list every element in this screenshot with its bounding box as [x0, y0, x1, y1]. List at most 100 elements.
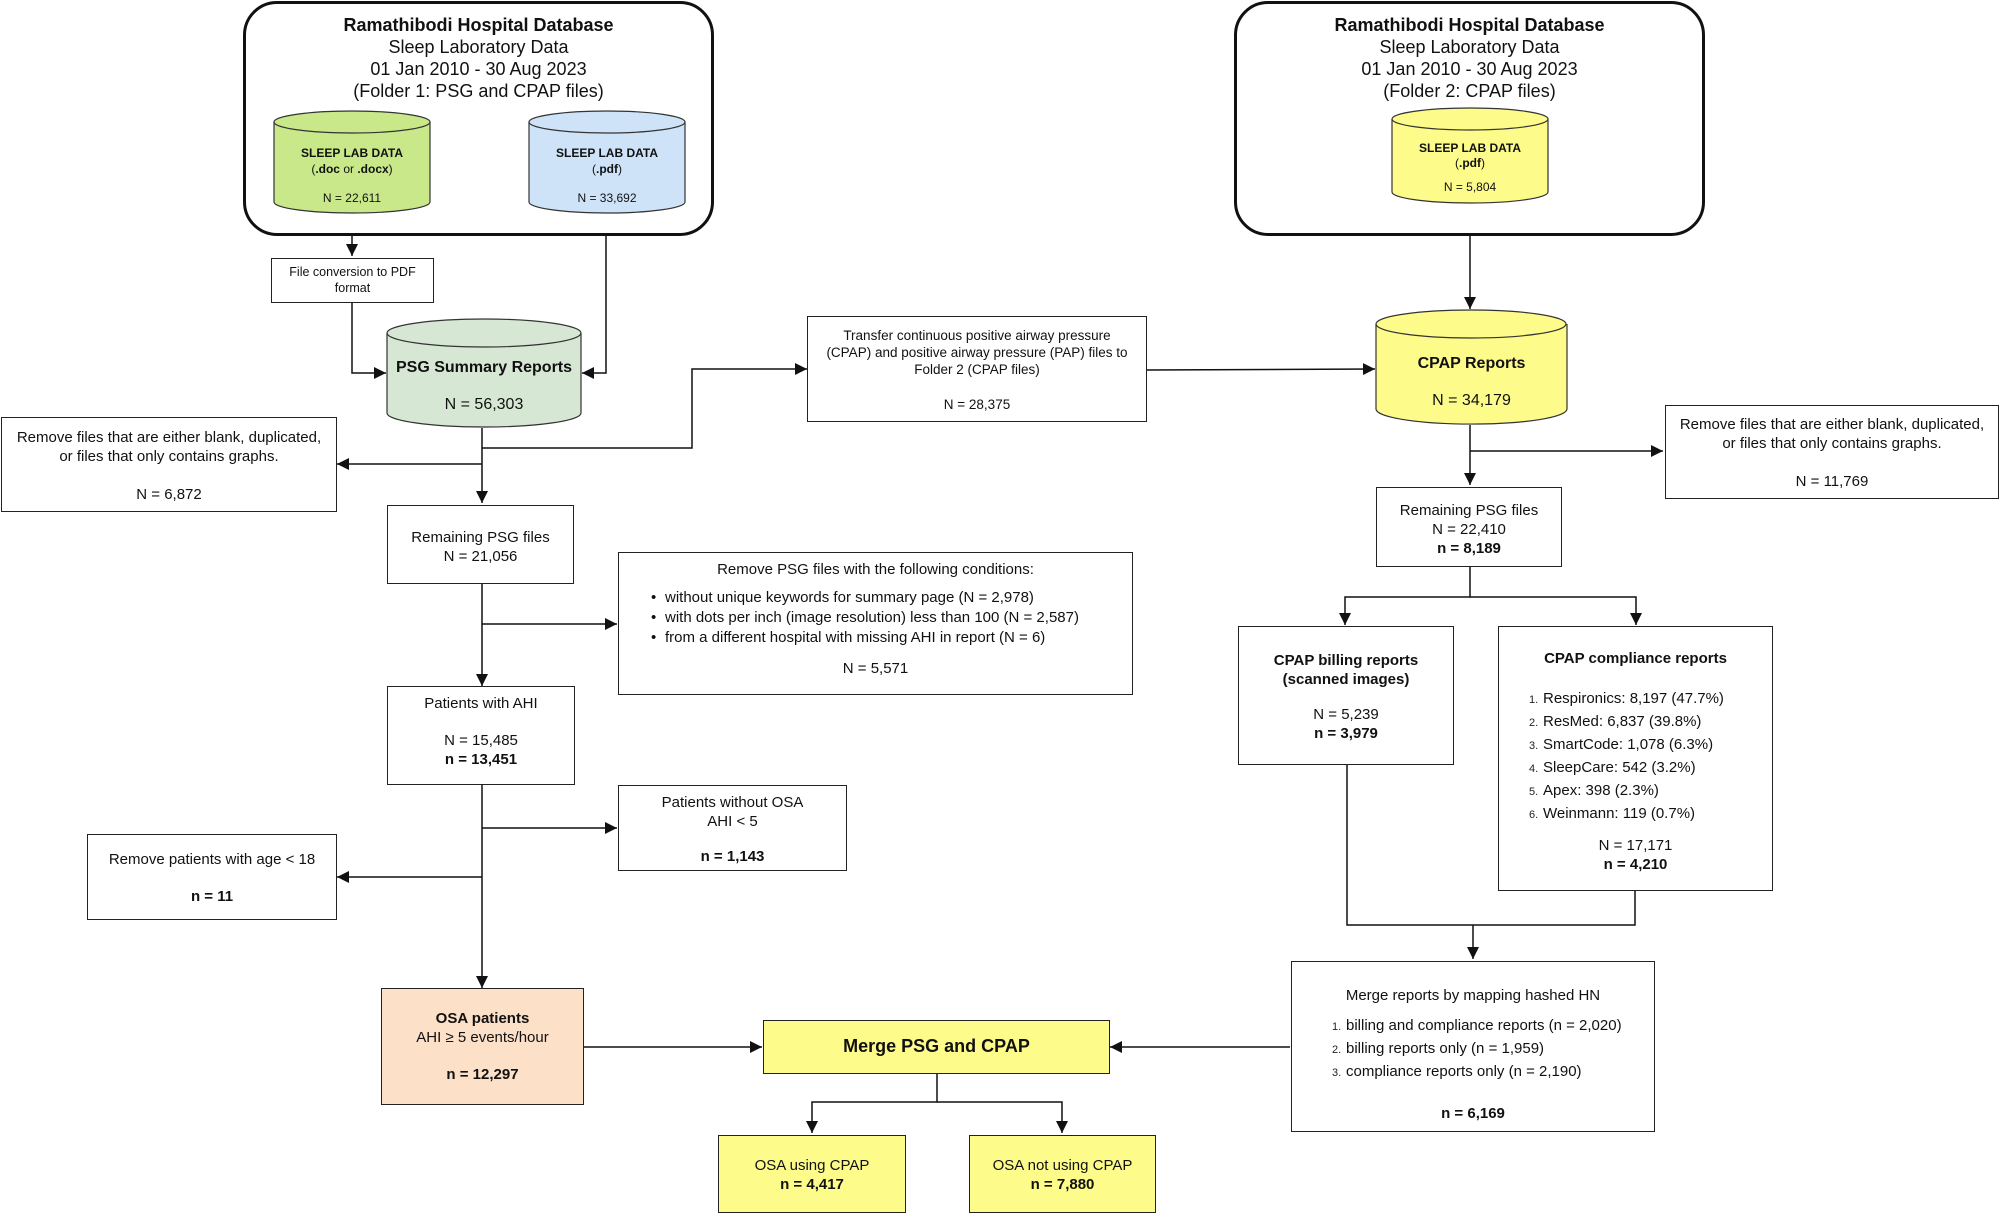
billing-subcount: n = 3,979 — [1314, 725, 1378, 742]
remove-blank-files-right-box: Remove files that are either blank, dupl… — [1665, 405, 1999, 499]
billing-count: N = 5,239 — [1313, 706, 1379, 723]
remove-blank-files-left-box: Remove files that are either blank, dupl… — [1, 417, 337, 512]
merge-item: 3.compliance reports only (n = 2,190) — [1332, 1063, 1582, 1080]
osa-patients-box: OSA patients AHI ≥ 5 events/hour n = 12,… — [381, 988, 584, 1105]
osa-using-cpap-box: OSA using CPAP n = 4,417 — [718, 1135, 906, 1213]
doc-db-extension: (.doc or .docx) — [311, 162, 393, 176]
compliance-item: 1.Respironics: 8,197 (47.7%) — [1529, 690, 1724, 707]
without-osa-count: n = 1,143 — [700, 848, 765, 865]
cpap-compliance-box: CPAP compliance reports 1.Respironics: 8… — [1498, 626, 1773, 891]
billing-title-2: (scanned images) — [1282, 671, 1410, 688]
merge-item: 2.billing reports only (n = 1,959) — [1332, 1040, 1545, 1057]
osa-not-using-cpap-box: OSA not using CPAP n = 7,880 — [969, 1135, 1156, 1213]
without-osa-title: Patients without OSA — [661, 794, 804, 811]
psg-summary-cylinder: PSG Summary Reports N = 56,303 — [386, 318, 582, 428]
doc-db-count: N = 22,611 — [322, 191, 382, 205]
folder2-db-count: N = 5,804 — [1443, 180, 1497, 194]
remove-conditions-list: without unique keywords for summary page… — [649, 588, 1120, 648]
remove-left-text: Remove files that are either blank, dupl… — [16, 429, 322, 465]
database-icon — [1391, 107, 1549, 204]
patients-ahi-title: Patients with AHI — [424, 695, 538, 712]
without-osa-ahi: AHI < 5 — [707, 813, 758, 830]
compliance-subcount: n = 4,210 — [1603, 856, 1668, 873]
merge-reports-title: Merge reports by mapping hashed HN — [1345, 987, 1601, 1004]
file-conversion-box: File conversion to PDF format — [271, 258, 434, 303]
cpap-billing-box: CPAP billing reports (scanned images) N … — [1238, 626, 1454, 765]
remaining-left-count: N = 21,056 — [443, 548, 518, 565]
folder1-subtitle: Sleep Laboratory Data — [388, 37, 569, 57]
osa-patients-ahi: AHI ≥ 5 events/hour — [416, 1029, 549, 1046]
database-icon — [528, 110, 686, 214]
doc-db-title: SLEEP LAB DATA — [300, 146, 403, 160]
database-icon — [273, 110, 431, 214]
patients-ahi-count: N = 15,485 — [444, 732, 518, 749]
folder2-dates: 01 Jan 2010 - 30 Aug 2023 — [1361, 59, 1578, 79]
folder2-folder-label: (Folder 2: CPAP files) — [1383, 81, 1556, 101]
pdf-database-cylinder: SLEEP LAB DATA (.pdf) N = 33,692 — [528, 110, 686, 214]
compliance-item: 3.SmartCode: 1,078 (6.3%) — [1529, 736, 1714, 753]
patients-without-osa-box: Patients without OSA AHI < 5 n = 1,143 — [618, 785, 847, 871]
compliance-title: CPAP compliance reports — [1544, 650, 1727, 667]
transfer-count: N = 28,375 — [943, 397, 1011, 412]
remaining-right-title: Remaining PSG files — [1399, 502, 1539, 519]
pdf-db-count: N = 33,692 — [577, 191, 637, 205]
doc-database-cylinder: SLEEP LAB DATA (.doc or .docx) N = 22,61… — [273, 110, 431, 214]
osa-patients-title: OSA patients — [435, 1010, 530, 1027]
folder2-subtitle: Sleep Laboratory Data — [1379, 37, 1560, 57]
compliance-list: 1.Respironics: 8,197 (47.7%) 2.ResMed: 6… — [1529, 688, 1772, 826]
compliance-item: 5.Apex: 398 (2.3%) — [1529, 782, 1659, 799]
merge-psg-cpap-title: Merge PSG and CPAP — [843, 1036, 1030, 1056]
folder1-title: Ramathibodi Hospital Database — [343, 15, 614, 35]
osa-no-cpap-title: OSA not using CPAP — [992, 1157, 1133, 1174]
remaining-psg-right-box: Remaining PSG files N = 22,410 n = 8,189 — [1376, 487, 1562, 567]
remove-conditions-box: Remove PSG files with the following cond… — [618, 552, 1133, 695]
database-icon — [1375, 309, 1568, 425]
merge-reports-count: n = 6,169 — [1441, 1105, 1505, 1122]
transfer-text: Transfer continuous positive airway pres… — [826, 328, 1128, 377]
pdf-db-extension: (.pdf) — [592, 162, 622, 176]
cpap-reports-cylinder: CPAP Reports N = 34,179 — [1375, 309, 1568, 425]
remaining-right-count: N = 22,410 — [1432, 521, 1506, 538]
remove-left-count: N = 6,872 — [136, 486, 202, 503]
condition-item: from a different hospital with missing A… — [649, 628, 1120, 648]
remove-right-count: N = 11,769 — [1795, 473, 1869, 490]
database-icon — [386, 318, 582, 428]
osa-patients-count: n = 12,297 — [446, 1066, 519, 1083]
folder2-title: Ramathibodi Hospital Database — [1334, 15, 1605, 35]
patients-with-ahi-box: Patients with AHI N = 15,485 n = 13,451 — [387, 686, 575, 785]
compliance-item: 6.Weinmann: 119 (0.7%) — [1529, 805, 1696, 822]
folder1-folder-label: (Folder 1: PSG and CPAP files) — [353, 81, 604, 101]
osa-cpap-count: n = 4,417 — [780, 1176, 844, 1193]
compliance-item: 4.SleepCare: 542 (3.2%) — [1529, 759, 1696, 776]
transfer-cpap-box: Transfer continuous positive airway pres… — [807, 316, 1147, 422]
remove-age-text: Remove patients with age < 18 — [108, 851, 316, 868]
merge-reports-box: Merge reports by mapping hashed HN 1.bil… — [1291, 961, 1655, 1132]
compliance-count: N = 17,171 — [1598, 837, 1673, 854]
psg-summary-title: PSG Summary Reports — [395, 359, 573, 376]
osa-cpap-title: OSA using CPAP — [754, 1157, 870, 1174]
merge-reports-list: 1.billing and compliance reports (n = 2,… — [1332, 1015, 1654, 1084]
remove-right-text: Remove files that are either blank, dupl… — [1679, 416, 1985, 452]
cpap-pdf-database-cylinder: SLEEP LAB DATA (.pdf) N = 5,804 — [1391, 107, 1549, 204]
cpap-reports-count: N = 34,179 — [1432, 392, 1511, 409]
condition-item: with dots per inch (image resolution) le… — [649, 608, 1120, 628]
condition-item: without unique keywords for summary page… — [649, 588, 1120, 608]
patients-ahi-subcount: n = 13,451 — [444, 751, 518, 768]
cpap-reports-title: CPAP Reports — [1417, 355, 1526, 372]
psg-summary-count: N = 56,303 — [444, 396, 524, 413]
remaining-psg-left-box: Remaining PSG files N = 21,056 — [387, 505, 574, 584]
folder1-dates: 01 Jan 2010 - 30 Aug 2023 — [370, 59, 587, 79]
merge-item: 1.billing and compliance reports (n = 2,… — [1332, 1017, 1622, 1034]
merge-psg-cpap-box: Merge PSG and CPAP — [763, 1020, 1110, 1074]
compliance-item: 2.ResMed: 6,837 (39.8%) — [1529, 713, 1702, 730]
billing-title: CPAP billing reports — [1273, 652, 1419, 669]
remove-age-count: n = 11 — [190, 888, 234, 905]
remove-conditions-count: N = 5,571 — [842, 660, 909, 677]
remaining-left-title: Remaining PSG files — [411, 529, 550, 546]
remove-conditions-title: Remove PSG files with the following cond… — [717, 561, 1034, 578]
file-conversion-label: File conversion to PDF format — [289, 265, 416, 295]
remaining-right-subcount: n = 8,189 — [1437, 540, 1501, 557]
folder2-db-extension: (.pdf) — [1455, 156, 1485, 170]
